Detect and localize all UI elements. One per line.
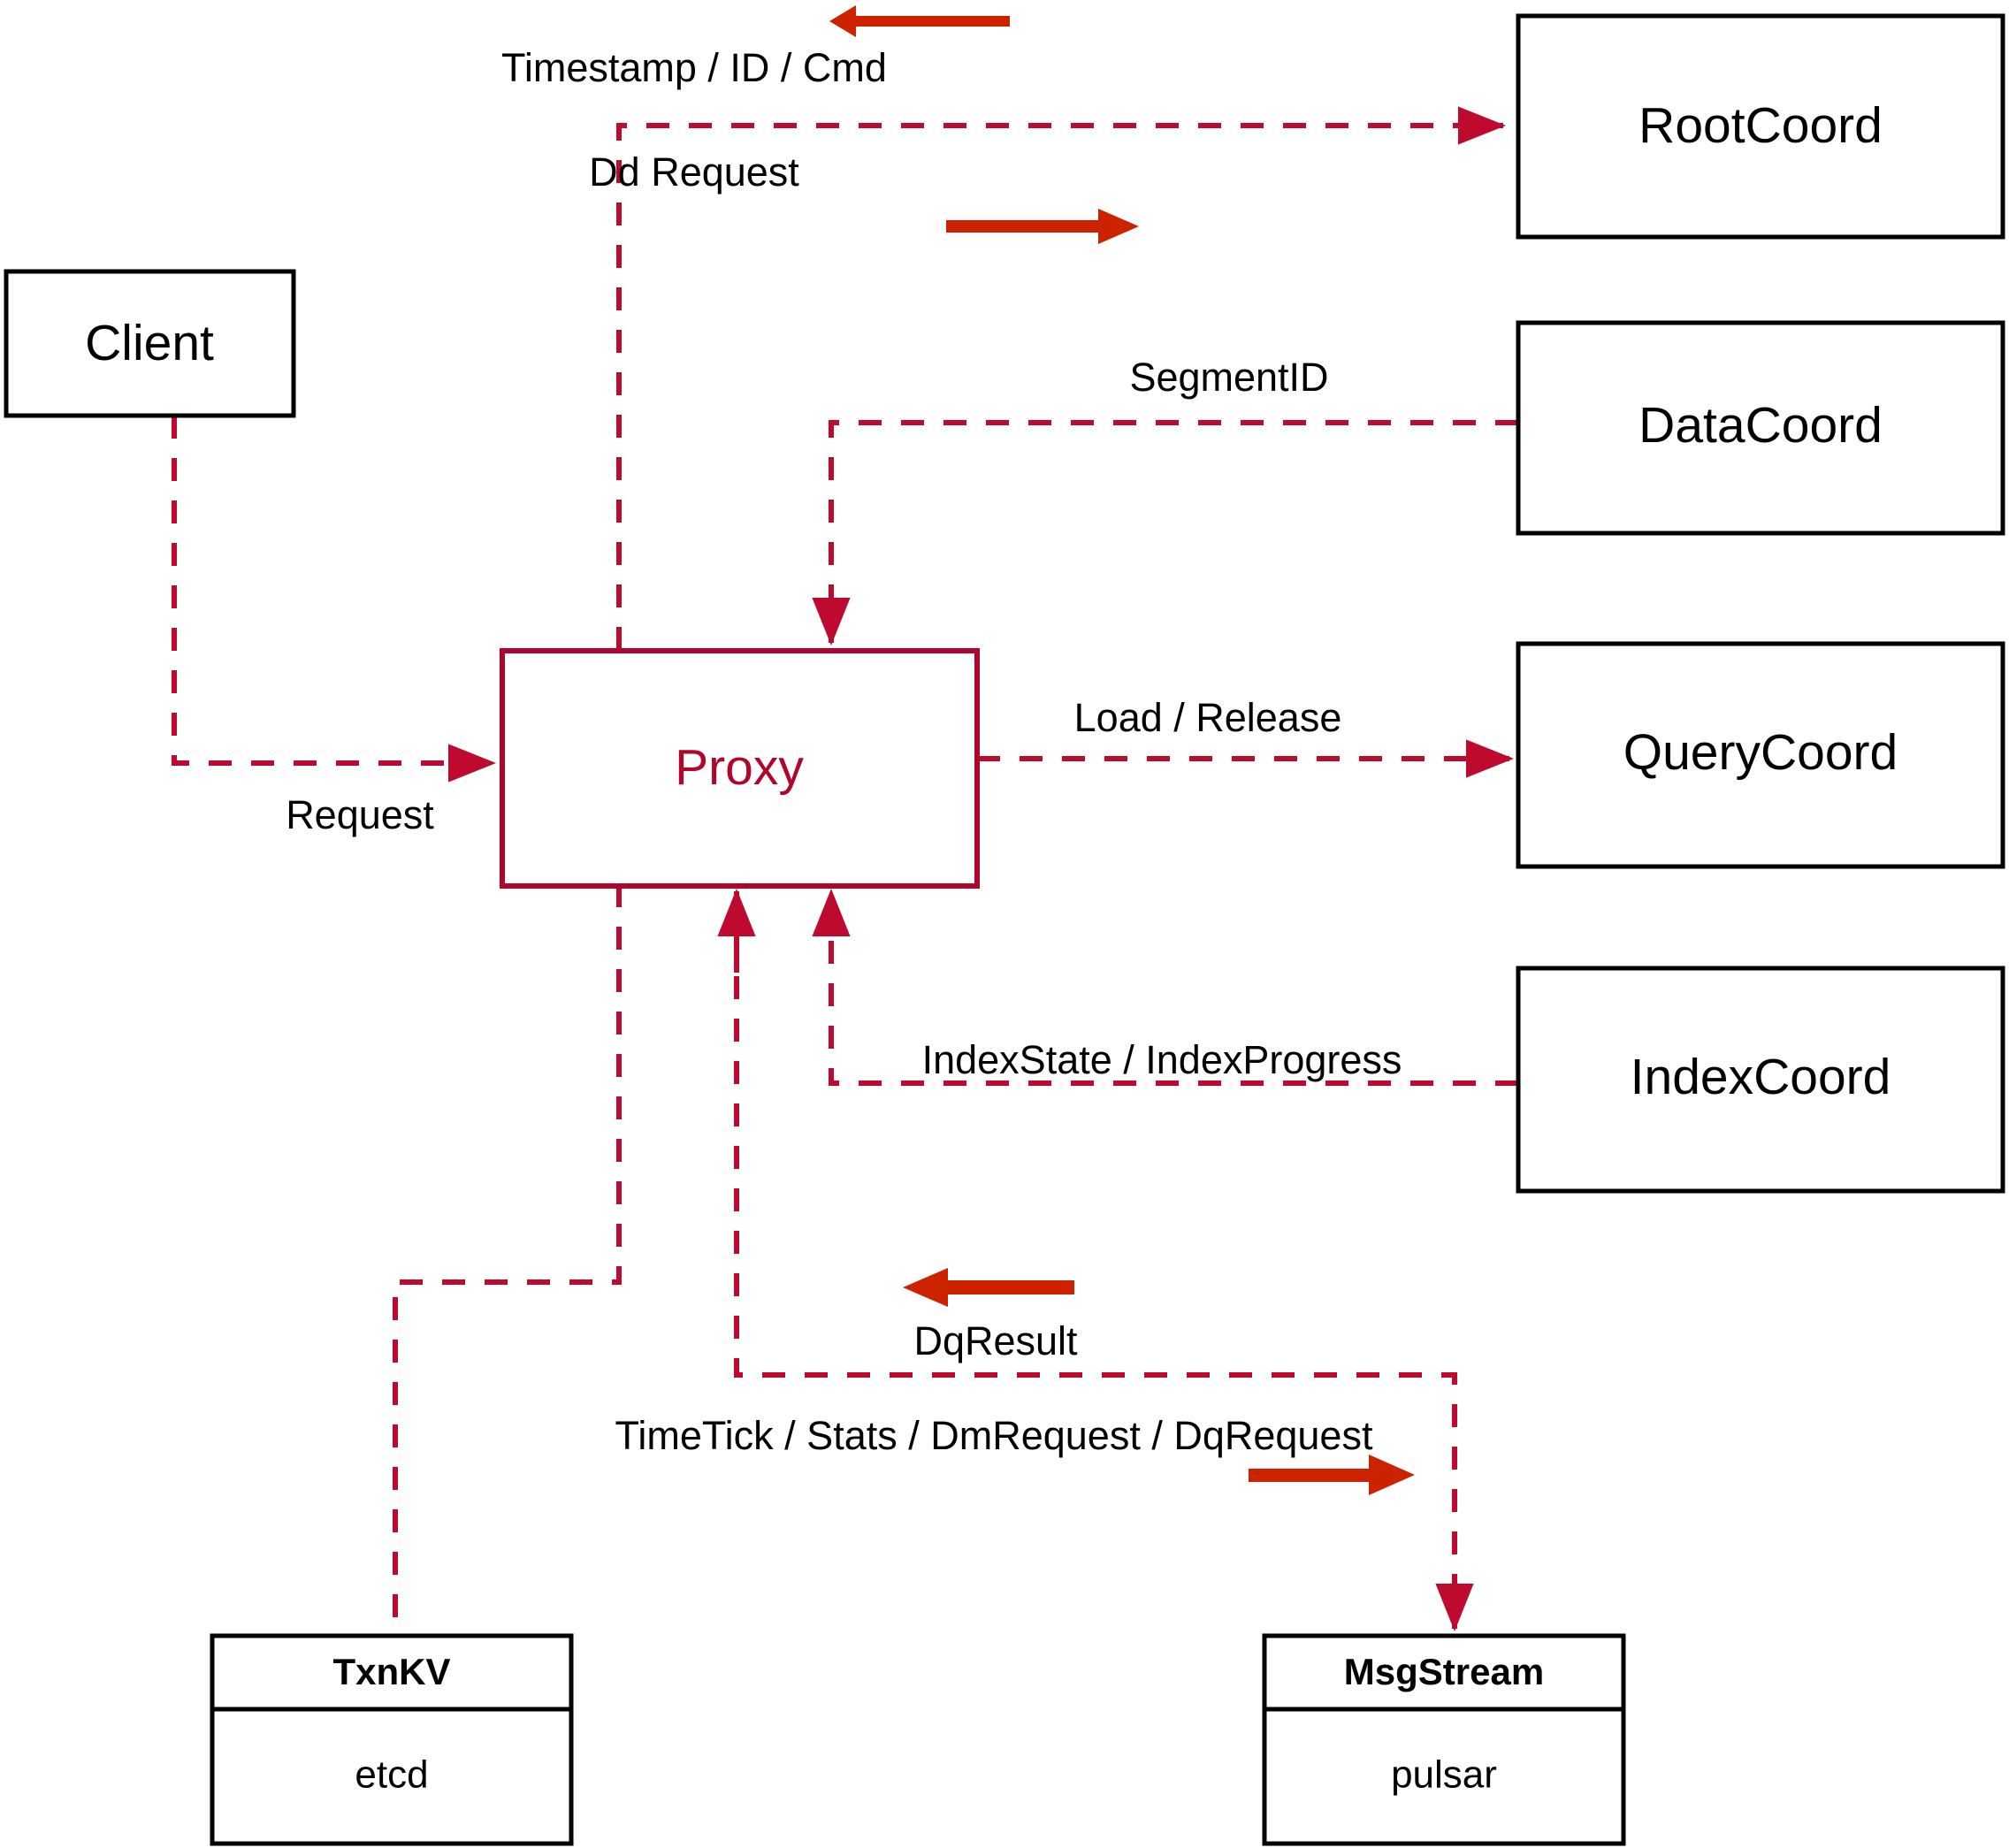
edge-index-state	[812, 889, 1518, 1086]
edge-label-index-state: IndexState / IndexProgress	[922, 1037, 1402, 1082]
edge-label-segment-id: SegmentID	[1129, 355, 1328, 400]
edge-label-dd-request: Dd Request	[589, 149, 799, 195]
edge-dd-request	[616, 106, 1506, 650]
bold-arrow-dqresult-left	[903, 1268, 1074, 1307]
bold-arrow-timestamp-left	[829, 5, 1010, 37]
node-client[interactable]: Client	[4, 269, 296, 418]
node-rootcoord[interactable]: RootCoord	[1516, 13, 2005, 240]
edge-label-timestamp: Timestamp / ID / Cmd	[501, 45, 887, 90]
node-msgstream-impl: pulsar	[1391, 1753, 1497, 1797]
edge-txnkv	[393, 884, 622, 1636]
node-indexcoord[interactable]: IndexCoord	[1516, 966, 2005, 1194]
node-querycoord-label: QueryCoord	[1623, 724, 1898, 781]
node-msgstream-label: MsgStream	[1344, 1651, 1544, 1692]
node-datacoord-label: DataCoord	[1639, 397, 1883, 454]
edge-label-load-release: Load / Release	[1074, 695, 1342, 740]
edge-label-dqresult: DqResult	[913, 1318, 1078, 1363]
edge-label-request: Request	[286, 792, 434, 837]
node-querycoord[interactable]: QueryCoord	[1516, 641, 2005, 869]
edge-msgstream	[734, 891, 1474, 1631]
node-txnkv-label: TxnKV	[332, 1651, 450, 1692]
node-txnkv[interactable]: TxnKV etcd	[210, 1633, 574, 1846]
bold-arrow-timetick-right	[1249, 1455, 1415, 1495]
node-proxy-label: Proxy	[675, 739, 804, 796]
node-datacoord[interactable]: DataCoord	[1516, 320, 2005, 536]
node-msgstream[interactable]: MsgStream pulsar	[1262, 1633, 1626, 1846]
bold-arrow-dd-request-right	[946, 209, 1139, 244]
edge-segment-id	[812, 420, 1518, 645]
node-txnkv-impl: etcd	[355, 1753, 428, 1797]
node-proxy[interactable]: Proxy	[500, 648, 980, 889]
node-indexcoord-label: IndexCoord	[1631, 1049, 1891, 1105]
node-rootcoord-label: RootCoord	[1639, 97, 1883, 154]
edge-label-timetick: TimeTick / Stats / DmRequest / DqRequest	[615, 1413, 1373, 1458]
node-client-label: Client	[85, 315, 214, 371]
edge-request	[172, 416, 496, 783]
